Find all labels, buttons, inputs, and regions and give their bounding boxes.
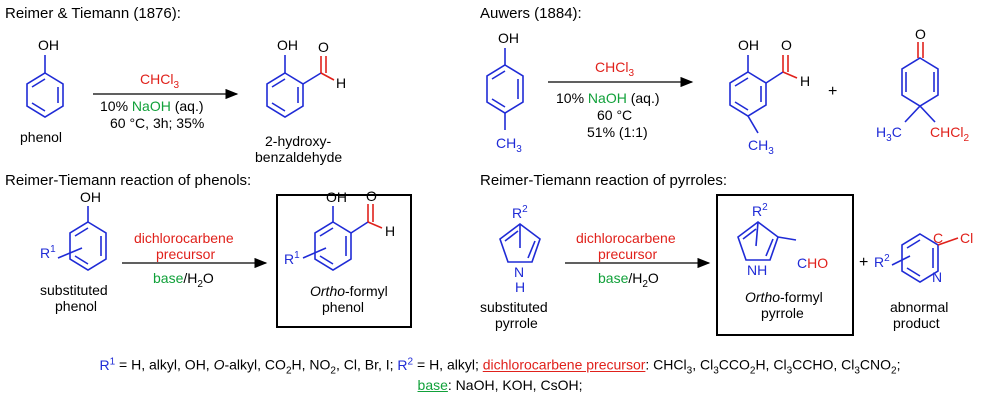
ortho-pyrrole-structure	[737, 221, 797, 261]
arrow2-reagent: CHCl3	[595, 59, 634, 79]
sal-h: H	[336, 75, 346, 91]
opy-r2: R2	[752, 202, 768, 219]
arrow3-reagent-1: dichlorocarbene	[134, 230, 234, 246]
phenol-structure	[26, 55, 64, 118]
panel3-title: Reimer-Tiemann reaction of phenols:	[5, 172, 251, 189]
arrow1-cond2: 60 °C, 3h; 35%	[110, 115, 204, 131]
sp-r1: R1	[40, 244, 56, 261]
cp-n: N	[932, 269, 942, 285]
phenol-label: phenol	[20, 129, 62, 145]
arrow2-cond3: 51% (1:1)	[587, 124, 648, 140]
phenol-oh: OH	[38, 37, 59, 53]
spy-h: H	[515, 279, 525, 295]
arrow4-reagent-2: precursor	[598, 246, 657, 262]
arrow4-base: base/H2O	[598, 270, 659, 290]
aa-o: O	[781, 37, 792, 53]
subst-pyrrole-structure	[499, 223, 541, 263]
p-cresol-structure	[486, 48, 524, 130]
sal-o: O	[318, 39, 329, 55]
op-h: H	[385, 223, 395, 239]
sp-oh: OH	[80, 189, 101, 205]
aa-ch3: CH3	[748, 137, 774, 157]
definitions-line-2: base: NaOH, KOH, CsOH;	[417, 377, 583, 393]
aa-oh: OH	[738, 37, 759, 53]
spy-label-2: pyrrole	[495, 315, 538, 331]
op-label-2: phenol	[322, 299, 364, 315]
panel2-title: Auwers (1884):	[480, 5, 582, 22]
salicylaldehyde-structure	[266, 55, 322, 118]
abn-label-2: product	[893, 315, 940, 331]
opy-label-1: Ortho-formyl	[745, 289, 823, 305]
op-oh: OH	[326, 189, 347, 205]
spy-r2: R2	[512, 204, 528, 221]
arrow3-base: base/H2O	[153, 270, 214, 290]
definitions-line-1: R1 = H, alkyl, OH, O-alkyl, CO2H, NO2, C…	[99, 356, 901, 377]
cresol-ch3: CH3	[496, 135, 522, 155]
cp-cl: Cl	[960, 230, 973, 246]
opy-label-2: pyrrole	[761, 305, 804, 321]
op-o: O	[366, 188, 377, 204]
panel4-plus: +	[859, 254, 868, 271]
spy-label-1: substituted	[480, 299, 548, 315]
cresol-oh: OH	[498, 30, 519, 46]
subst-phenol-structure	[57, 206, 107, 271]
arrow2-cond2: 60 °C	[597, 107, 632, 123]
sp-label-2: phenol	[55, 298, 97, 314]
op-label-1: Ortho-formyl	[310, 283, 388, 299]
cp-r2: R2	[874, 253, 890, 270]
opy-cho: CHO	[797, 255, 828, 271]
panel2-plus: +	[828, 83, 837, 100]
base-label: base	[417, 377, 448, 393]
sal-label-2: benzaldehyde	[255, 149, 342, 165]
panel1-title: Reimer & Tiemann (1876):	[5, 5, 181, 22]
dienone-o: O	[915, 26, 926, 42]
arrow1-reagent: CHCl3	[140, 71, 179, 91]
ortho-phenol-structure	[302, 206, 369, 271]
ortho-pyrrole-box	[716, 194, 854, 336]
aa-h: H	[800, 73, 810, 89]
cp-c: C	[933, 230, 943, 246]
dienone-chcl2: CHCl2	[930, 124, 969, 144]
op-r1: R1	[284, 250, 300, 267]
sal-label-1: 2-hydroxy-	[265, 133, 331, 149]
arrow4-reagent-1: dichlorocarbene	[576, 230, 676, 246]
dichlorocarbene-precursor-label: dichlorocarbene precursor	[482, 356, 646, 373]
arrow1-cond1: 10% NaOH (aq.)	[100, 98, 204, 114]
arrow2-cond1: 10% NaOH (aq.)	[556, 90, 660, 106]
abn-label-1: abnormal	[890, 299, 948, 315]
panel4-title: Reimer-Tiemann reaction of pyrroles:	[480, 172, 727, 189]
arrow3-reagent-2: precursor	[156, 246, 215, 262]
ortho-phenol-box	[276, 194, 412, 328]
opy-nh: NH	[747, 262, 767, 278]
sp-label-1: substituted	[40, 282, 108, 298]
auwers-aldehyde-structure	[729, 55, 784, 134]
spy-n: N	[514, 264, 524, 280]
sal-oh: OH	[277, 37, 298, 53]
dienone-h3c: H3C	[876, 124, 902, 144]
dienone-structure	[901, 57, 939, 123]
